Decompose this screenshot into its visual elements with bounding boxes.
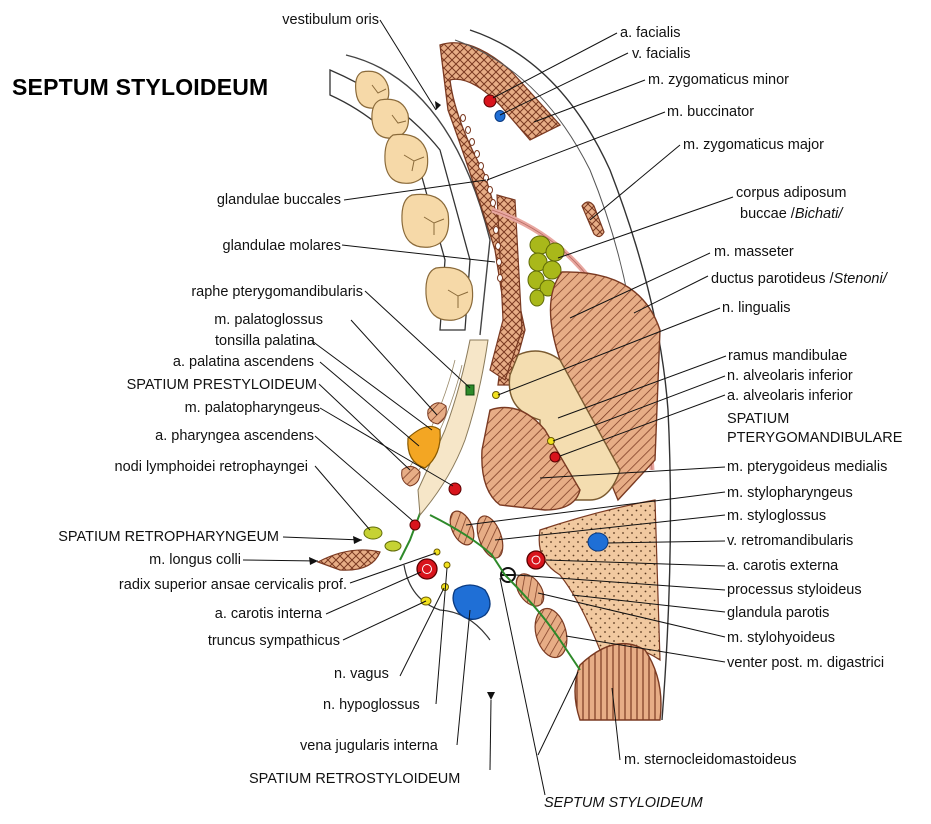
a-facialis-dot bbox=[483, 94, 497, 108]
prevertebral-line bbox=[403, 564, 491, 641]
label-m-longus-colli: m. longus colli bbox=[149, 552, 241, 568]
radix-superior-dot bbox=[433, 548, 441, 556]
label-glandulae-buccales: glandulae buccales bbox=[216, 192, 341, 208]
tooth-4 bbox=[401, 193, 450, 248]
label-stenoni: Stenoni/ bbox=[833, 271, 887, 287]
label-m-palatopharyngeus: m. palatopharyngeus bbox=[184, 400, 320, 416]
tooth-2 bbox=[371, 98, 410, 139]
label-m-pterygoideus-medialis: m. pterygoideus medialis bbox=[727, 459, 888, 475]
label-bichati: Bichati/ bbox=[794, 206, 843, 222]
lip-outline bbox=[345, 54, 491, 336]
label-n-alveolaris-inferior: n. alveolaris inferior bbox=[727, 368, 853, 384]
label-a-carotis-externa: a. carotis externa bbox=[727, 558, 839, 574]
a-carotis-interna-dot bbox=[416, 558, 438, 580]
label-n-vagus: n. vagus bbox=[334, 666, 389, 682]
pharynx-mucosa bbox=[417, 339, 489, 517]
label-venter-post-m-digastrici: venter post. m. digastrici bbox=[727, 655, 885, 671]
skin-outer-right bbox=[661, 409, 672, 721]
label-truncus-sympathicus: truncus sympathicus bbox=[207, 633, 340, 649]
label-m-styloglossus: m. styloglossus bbox=[727, 508, 827, 524]
septum-styloideum-line bbox=[429, 514, 581, 671]
label-n-hypoglossus: n. hypoglossus bbox=[323, 697, 420, 713]
label-spatium-pterygomandibulare-1: SPATIUM bbox=[727, 411, 790, 427]
a-palatina-ascendens-dot bbox=[448, 482, 462, 496]
label-a-alveolaris-inferior: a. alveolaris inferior bbox=[727, 388, 853, 404]
label-nodi-lymphoidei: nodi lymphoidei retrophayngei bbox=[114, 459, 308, 475]
n-hypoglossus-dot bbox=[443, 561, 451, 569]
label-buccae: buccae / bbox=[740, 206, 795, 222]
label-glandula-parotis: glandula parotis bbox=[727, 605, 830, 621]
leader-lines bbox=[242, 19, 734, 796]
label-m-zygomaticus-minor: m. zygomaticus minor bbox=[648, 72, 790, 88]
label-vestibulum-oris: vestibulum oris bbox=[282, 12, 379, 28]
n-lingualis-dot bbox=[492, 391, 500, 399]
tooth-5 bbox=[425, 266, 474, 321]
label-septum-styloideum: SEPTUM STYLOIDEUM bbox=[544, 795, 703, 811]
zygomaticus-major bbox=[581, 201, 605, 238]
corpus-adiposum-buccae bbox=[527, 235, 565, 307]
label-m-masseter: m. masseter bbox=[714, 244, 794, 260]
label-glandulae-molares: glandulae molares bbox=[222, 238, 342, 254]
label-raphe-pterygomandibularis: raphe pterygomandibularis bbox=[191, 284, 363, 300]
m-masseter bbox=[549, 271, 661, 502]
label-spatium-pterygomandibulare-2: PTERYGOMANDIBULARE bbox=[727, 430, 903, 446]
label-m-palatoglossus: m. palatoglossus bbox=[214, 312, 323, 328]
m-longus-colli bbox=[316, 549, 381, 571]
tooth-fissures bbox=[371, 84, 469, 308]
tonsilla-palatina bbox=[407, 425, 441, 469]
label-a-pharyngea-ascendens: a. pharyngea ascendens bbox=[155, 428, 314, 444]
label-radix-superior: radix superior ansae cervicalis prof. bbox=[118, 577, 347, 593]
m-stylopharyngeus-section bbox=[449, 510, 475, 546]
venter-post-digastrici-section bbox=[534, 607, 568, 659]
tooth-3 bbox=[384, 133, 429, 184]
m-sternocleidomastoideus bbox=[574, 642, 662, 721]
m-palatopharyngeus bbox=[401, 466, 421, 487]
teeth-group bbox=[355, 70, 474, 321]
label-tonsilla-palatina: tonsilla palatina bbox=[215, 333, 315, 349]
label-n-lingualis: n. lingualis bbox=[722, 300, 791, 316]
arrowheads bbox=[309, 101, 495, 700]
v-retromandibularis bbox=[587, 532, 609, 552]
label-corpus-adiposum: corpus adiposum bbox=[736, 185, 847, 201]
label-m-stylohyoideus: m. stylohyoideus bbox=[727, 630, 835, 646]
vena-jugularis-interna bbox=[452, 584, 491, 620]
n-alveolaris-inf-dot bbox=[547, 437, 555, 445]
a-pharyngea-ascendens-dot bbox=[409, 519, 421, 531]
label-ductus: ductus parotideus / bbox=[711, 271, 834, 287]
label-ramus-mandibulae: ramus mandibulae bbox=[728, 348, 848, 364]
raphe-pterygomandibularis-mark bbox=[465, 384, 475, 396]
label-v-retromandibularis: v. retromandibularis bbox=[727, 533, 854, 549]
label-ductus-parotideus: ductus parotideus /Stenoni/ bbox=[711, 271, 887, 287]
label-processus-styloideus: processus styloideus bbox=[727, 582, 862, 598]
label-vena-jugularis-interna: vena jugularis interna bbox=[300, 738, 438, 754]
label-m-buccinator: m. buccinator bbox=[667, 104, 755, 120]
a-alveolaris-inf-dot bbox=[549, 451, 561, 463]
m-palatoglossus bbox=[427, 402, 447, 425]
label-spatium-retrostyloideum: SPATIUM RETROSTYLOIDEUM bbox=[249, 771, 461, 787]
page-title: SEPTUM STYLOIDEUM bbox=[12, 74, 269, 100]
label-corpus-adiposum-line2: buccae /Bichati/ bbox=[740, 206, 842, 222]
buccinator-deep-band bbox=[489, 194, 523, 381]
label-a-palatina-ascendens: a. palatina ascendens bbox=[172, 354, 314, 370]
a-carotis-externa bbox=[526, 550, 546, 570]
label-m-sternocleidomastoideus: m. sternocleidomastoideus bbox=[624, 752, 797, 768]
label-spatium-prestyloideum: SPATIUM PRESTYLOIDEUM bbox=[126, 377, 317, 393]
label-v-facialis: v. facialis bbox=[632, 46, 691, 62]
label-spatium-retropharyngeum: SPATIUM RETROPHARYNGEUM bbox=[58, 529, 279, 545]
label-a-carotis-interna: a. carotis interna bbox=[214, 606, 322, 622]
nodi-lymphoidei bbox=[363, 526, 383, 540]
label-m-stylopharyngeus: m. stylopharyngeus bbox=[727, 485, 853, 501]
v-facialis-dot bbox=[494, 110, 506, 122]
label-m-zygomaticus-major: m. zygomaticus major bbox=[683, 137, 825, 153]
m-pterygoideus-medialis bbox=[481, 406, 581, 511]
label-a-facialis: a. facialis bbox=[620, 25, 681, 41]
